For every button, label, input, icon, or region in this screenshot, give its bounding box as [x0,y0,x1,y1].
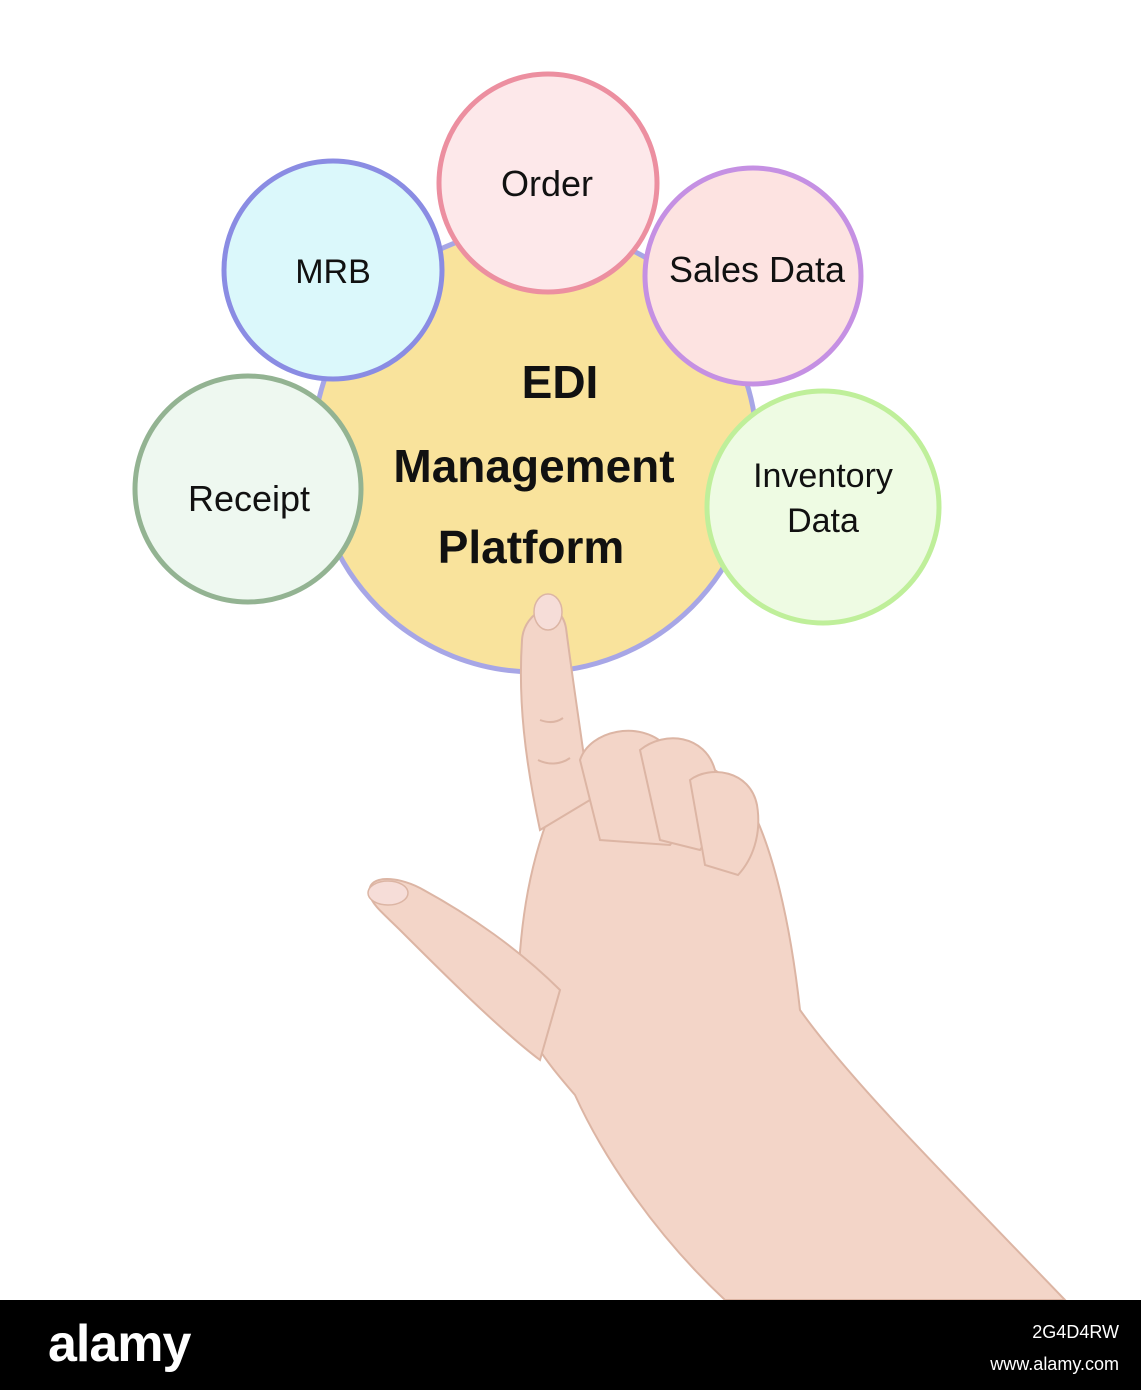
pointing-hand-image [367,593,1067,1300]
center-title-line-3: Platform [438,521,625,573]
node-sales-data-label: Sales Data [669,249,846,290]
node-order-label: Order [501,163,593,204]
image-id: 2G4D4RW [1032,1322,1119,1342]
node-order-circle [436,71,660,295]
center-title-line-2: Management [393,440,674,492]
node-inventory-data-label-line-2: Data [787,502,859,540]
center-title-line-1: EDI [522,356,599,408]
footer-url: www.alamy.com [990,1354,1119,1374]
node-receipt-circle [132,373,364,605]
node-mrb-circle [221,158,445,382]
edi-diagram: EDI Management Platform MRB Order Sales … [132,71,1067,1300]
node-mrb-label: MRB [295,253,371,291]
node-sales-data-circle [642,165,864,387]
node-inventory-data-label-line-1: Inventory [753,457,893,495]
footer-bar: alamy 2G4D4RW www.alamy.com [0,1300,1141,1390]
node-receipt-label: Receipt [188,478,310,519]
node-inventory-data-circle [704,388,942,626]
alamy-logo: alamy [48,1315,191,1373]
